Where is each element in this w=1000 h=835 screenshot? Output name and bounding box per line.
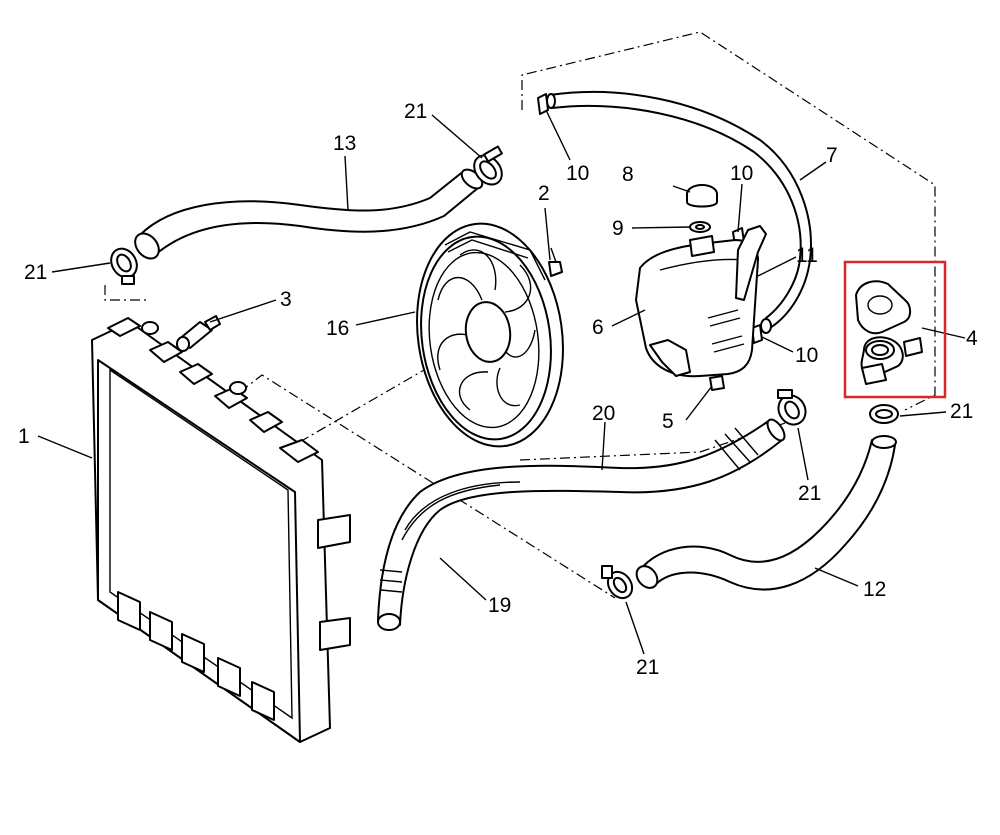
callout-21-right: 21 bbox=[950, 400, 973, 423]
callout-10-tank: 10 bbox=[730, 162, 753, 185]
filler-neck bbox=[855, 280, 923, 385]
callout-7: 7 bbox=[826, 144, 838, 167]
callout-3: 3 bbox=[280, 288, 292, 311]
bolt bbox=[548, 247, 563, 277]
cooling-fan bbox=[416, 222, 564, 448]
hose-clamp-upper-right bbox=[473, 145, 503, 186]
hose-clamp-lower-middle bbox=[601, 565, 634, 600]
hose-clamp-upper-left bbox=[110, 247, 138, 285]
callout-9: 9 bbox=[612, 217, 624, 240]
expansion-tank bbox=[635, 225, 767, 378]
lower-radiator-hose bbox=[377, 418, 786, 631]
callout-20: 20 bbox=[592, 402, 615, 425]
hose-clamp-10-top bbox=[537, 93, 549, 115]
overflow-hose bbox=[546, 91, 812, 334]
callout-19: 19 bbox=[488, 594, 511, 617]
hose-clamp-right bbox=[869, 404, 899, 424]
callout-12: 12 bbox=[863, 578, 886, 601]
callout-10-bottom: 10 bbox=[795, 344, 818, 367]
callout-10-top: 10 bbox=[566, 162, 589, 185]
callout-8: 8 bbox=[622, 163, 634, 186]
callout-5: 5 bbox=[662, 410, 674, 433]
callout-4: 4 bbox=[966, 327, 978, 350]
radiator bbox=[91, 317, 351, 743]
upper-radiator-hose bbox=[134, 168, 484, 260]
hose-clamp-lower-right bbox=[777, 389, 807, 426]
tank-bolt bbox=[709, 375, 725, 391]
callout-21-bottom: 21 bbox=[636, 656, 659, 679]
callout-6: 6 bbox=[592, 316, 604, 339]
leader-lines bbox=[37, 109, 966, 655]
callout-2: 2 bbox=[538, 182, 550, 205]
callout-13: 13 bbox=[333, 132, 356, 155]
callout-21-lower-right: 21 bbox=[798, 482, 821, 505]
bypass-hose bbox=[635, 435, 897, 591]
callout-1: 1 bbox=[18, 425, 30, 448]
callout-16: 16 bbox=[326, 317, 349, 340]
tank-cap bbox=[686, 184, 718, 208]
callout-11: 11 bbox=[796, 244, 818, 267]
callout-21-left: 21 bbox=[24, 261, 47, 284]
highlight-box bbox=[843, 260, 947, 399]
callout-labels: 1 2 3 4 5 6 7 8 9 10 10 10 11 12 13 16 1… bbox=[18, 100, 978, 679]
temperature-sensor bbox=[176, 315, 221, 352]
callout-21-top: 21 bbox=[404, 100, 427, 123]
gasket bbox=[689, 221, 711, 233]
